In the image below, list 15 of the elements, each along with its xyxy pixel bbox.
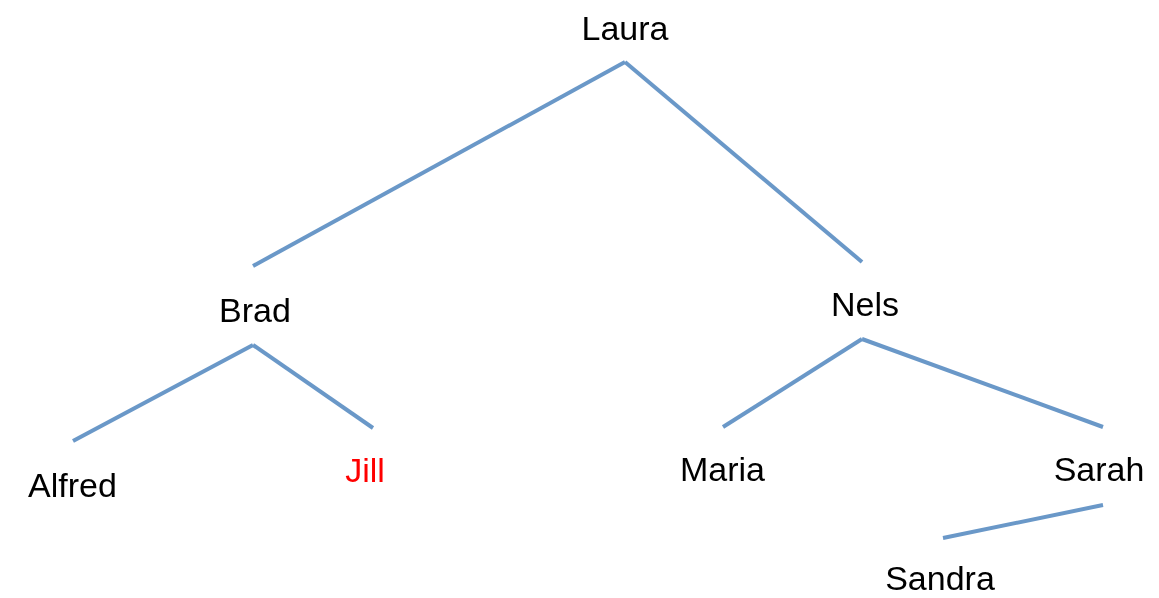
person-name: Jill <box>344 450 386 490</box>
tree-branch-line <box>721 337 864 429</box>
person-name: Sarah <box>1052 449 1146 489</box>
tree-branch-line <box>861 337 1104 429</box>
tree-branch-line <box>252 60 626 268</box>
person-name: Sandra <box>884 558 996 598</box>
person-name: Alfred <box>27 465 118 505</box>
person-name: Maria <box>679 449 766 489</box>
person-name: Brad <box>218 290 292 330</box>
tree-branch-line <box>251 343 375 430</box>
tree-branch-line <box>72 343 254 443</box>
tree-branch-line <box>623 60 864 264</box>
person-name: Nels <box>830 284 900 324</box>
tree-branch-line <box>942 503 1104 540</box>
person-name: Laura <box>580 8 670 48</box>
